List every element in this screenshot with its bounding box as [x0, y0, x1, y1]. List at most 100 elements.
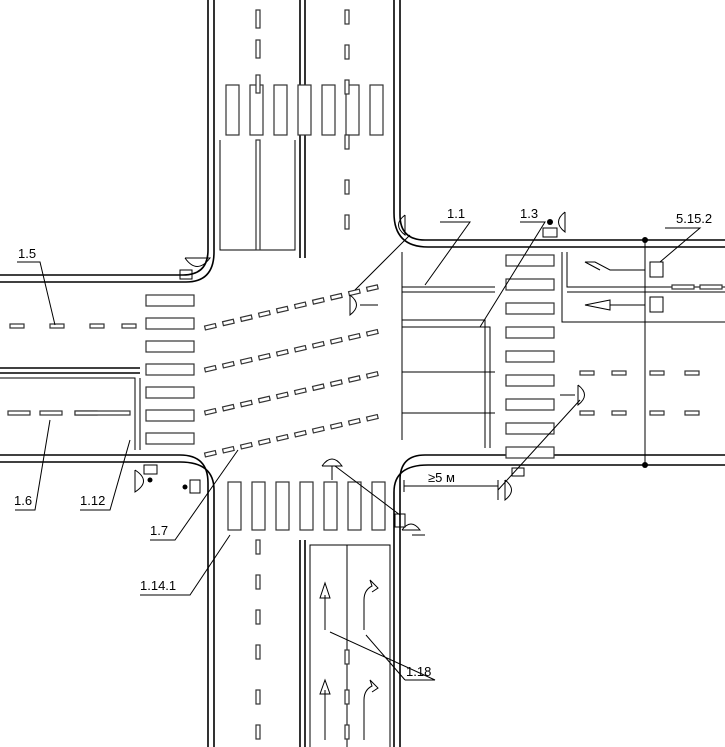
marking-1-7-dash [203, 364, 217, 373]
lane-dash [344, 44, 350, 60]
marking-1-7-dash [311, 340, 325, 349]
marking-1-7-dash [365, 284, 379, 292]
marking-1-7-dash [239, 441, 253, 450]
traffic-light-icon [182, 479, 201, 494]
lane-dash [649, 410, 665, 416]
crosswalk-stripe [505, 302, 555, 315]
traffic-light-icon [134, 464, 158, 493]
marking-1-7-dash [221, 318, 235, 327]
marking-1-7-dash [365, 413, 379, 422]
label-1-1: 1.1 [447, 206, 465, 221]
crosswalk-stripe [505, 350, 555, 363]
lane-dash [579, 370, 595, 376]
label-1-7: 1.7 [150, 523, 168, 538]
crosswalk-stripe [321, 84, 336, 136]
east-road [401, 237, 725, 468]
sign-5-15-2-icon [649, 261, 664, 278]
lane-arrow-icon [363, 579, 379, 630]
lane-dash [344, 689, 350, 705]
lane-dash [344, 724, 350, 740]
marking-1-7-dash [329, 421, 343, 430]
lane-dash [344, 79, 350, 95]
crosswalk-stripe [227, 481, 242, 531]
marking-1-7-dash [365, 370, 379, 379]
sign-5-15-2-icon [649, 296, 664, 313]
crosswalk-stripe [297, 84, 312, 136]
crosswalk-stripe [145, 386, 195, 399]
crosswalk-stripe [505, 374, 555, 387]
crosswalk-stripe [145, 409, 195, 422]
lane-dash [7, 410, 31, 416]
label-1-3: 1.3 [520, 206, 538, 221]
lane-arrows [319, 261, 645, 740]
south-road [0, 454, 725, 747]
traffic-light-icon [560, 384, 585, 407]
marking-1-7-dash [203, 449, 217, 458]
lane-dash [671, 284, 695, 290]
distance-label: ≥5 м [428, 470, 455, 485]
marking-1-7-dash [329, 292, 343, 301]
lane-arrow-icon [584, 261, 645, 271]
crosswalk-stripe [505, 446, 555, 459]
lane-dash [255, 39, 261, 59]
marking-1-7-dash [203, 322, 217, 331]
marking-1-7-dash [311, 297, 325, 305]
lane-dash [255, 539, 261, 555]
marking-1-7-lines [203, 284, 379, 458]
marking-1-7-dash [311, 383, 325, 392]
marking-1-7-dash [293, 301, 307, 310]
lane-arrow-icon [319, 581, 331, 740]
traffic-light-icon [504, 467, 525, 502]
west-road [0, 367, 141, 450]
traffic-light-icon [179, 257, 212, 280]
crosswalk-stripe [347, 481, 362, 531]
lane-dash [255, 9, 261, 29]
lane-dash [255, 644, 261, 660]
lane-dash [9, 323, 25, 329]
lane-dash [649, 370, 665, 376]
marking-1-7-dash [221, 445, 235, 454]
marking-1-7-dash [275, 391, 289, 400]
traffic-light-icon [349, 294, 378, 317]
lane-dash [89, 323, 105, 329]
crosswalk-stripe [145, 317, 195, 330]
crosswalk-stripe [299, 481, 314, 531]
lane-dash [255, 574, 261, 590]
crosswalk-stripe [505, 398, 555, 411]
crosswalk-stripe [345, 84, 360, 136]
marking-1-7-dash [257, 437, 271, 446]
lane-dash [344, 9, 350, 25]
label-1-5: 1.5 [18, 246, 36, 261]
marking-1-7-dash [347, 375, 361, 383]
marking-1-7-dash [275, 305, 289, 314]
callouts [15, 221, 702, 681]
crosswalk-stripe [505, 254, 555, 267]
label-5-15-2: 5.15.2 [676, 211, 712, 226]
crosswalk-stripe [273, 84, 288, 136]
lane-dash [344, 134, 350, 150]
marking-1-7-dash [239, 399, 253, 408]
lane-dash [255, 609, 261, 625]
crosswalk-stripe [369, 84, 384, 136]
label-1-6: 1.6 [14, 493, 32, 508]
lane-dash [121, 323, 137, 329]
marking-1-7-dash [347, 288, 361, 297]
lane-dash [255, 724, 261, 740]
crosswalk-stripe [275, 481, 290, 531]
crosswalk-stripe [145, 340, 195, 353]
label-1-18: 1.18 [406, 664, 431, 679]
north-road [0, 0, 725, 283]
label-1-14-1: 1.14.1 [140, 578, 176, 593]
crosswalk-stripe [251, 481, 266, 531]
traffic-light-icon [542, 211, 566, 238]
marking-1-7-dash [347, 332, 361, 341]
marking-1-7-dash [293, 429, 307, 438]
lane-dash [344, 649, 350, 665]
marking-1-7-dash [365, 328, 379, 337]
lane-arrow-icon [363, 679, 379, 740]
marking-1-7-dash [257, 352, 271, 361]
marking-1-7-dash [221, 360, 235, 369]
marking-1-7-dash [347, 417, 361, 426]
crosswalk-stripe [225, 84, 240, 136]
marking-1-7-dash [329, 379, 343, 387]
